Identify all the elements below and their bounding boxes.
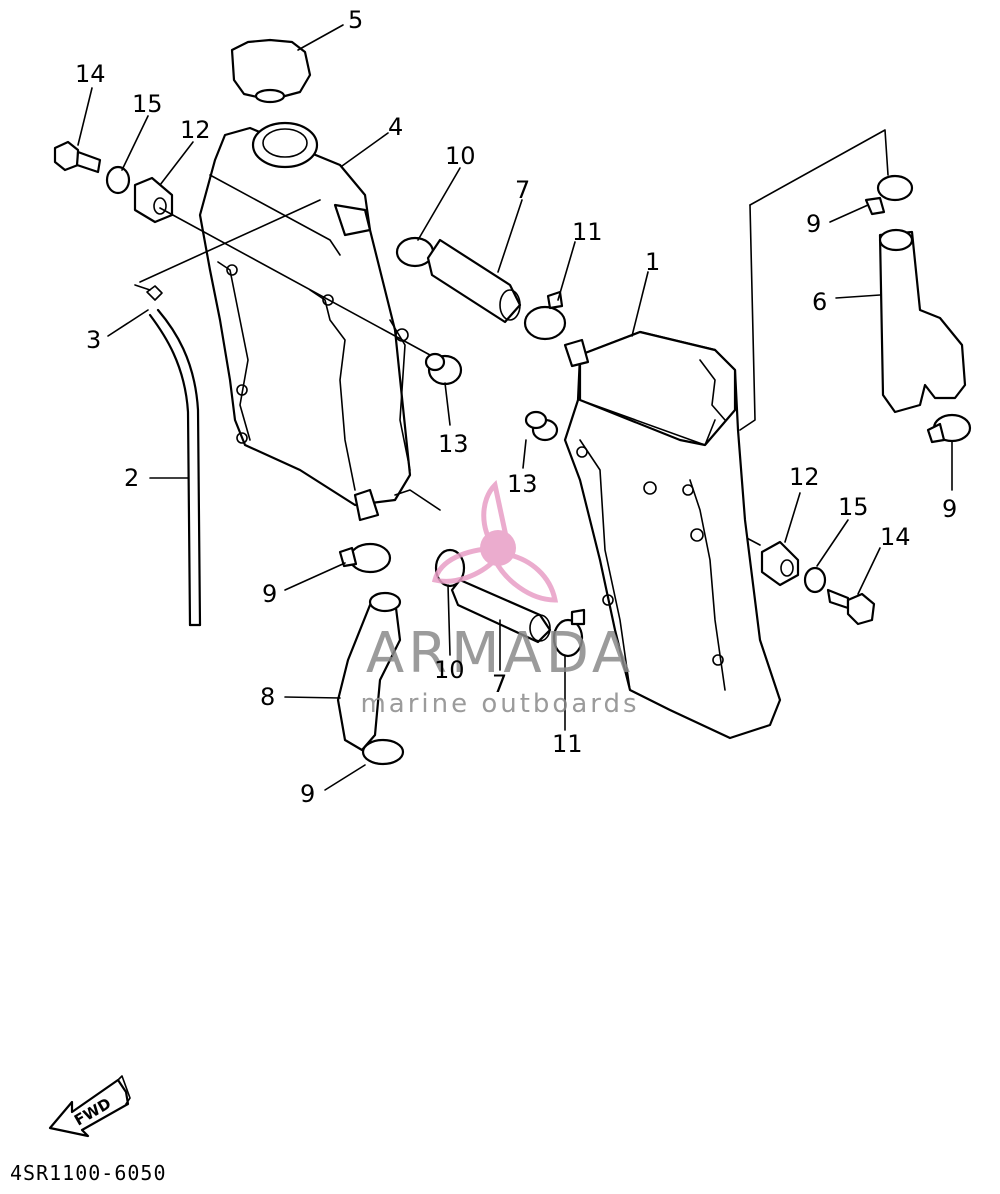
- part-label: 9: [262, 580, 277, 608]
- part-label: 7: [492, 670, 507, 698]
- part-label: 5: [348, 6, 363, 34]
- part-label: 14: [75, 60, 106, 88]
- part-label: 3: [86, 326, 101, 354]
- part-label: 4: [388, 113, 403, 141]
- part-label: 12: [180, 116, 211, 144]
- part-label: 6: [812, 288, 827, 316]
- radiator-right-drawing: [563, 330, 782, 740]
- radiator-left-drawing: [198, 121, 441, 522]
- fwd-arrow: FWD: [48, 1075, 131, 1138]
- watermark-brand: ARMADA: [366, 621, 634, 686]
- hose-6-drawing: [864, 174, 972, 444]
- part-label: 15: [132, 90, 163, 118]
- part-label: 9: [300, 780, 315, 808]
- part-label: 13: [438, 430, 469, 458]
- armada-watermark: ARMADA marine outboards: [360, 479, 639, 719]
- part-label: 13: [507, 470, 538, 498]
- part-label: 9: [806, 210, 821, 238]
- part-label: 11: [572, 218, 603, 246]
- part-label: 9: [942, 495, 957, 523]
- leader-lines: [77, 24, 953, 791]
- grommet-13-right: [524, 410, 559, 442]
- upper-hose-set: [395, 236, 567, 341]
- propeller-logo-icon: [431, 479, 559, 603]
- part-label: 15: [838, 493, 869, 521]
- watermark-tagline: marine outboards: [360, 689, 639, 719]
- part-label: 14: [880, 523, 911, 551]
- radiator-cap-drawing: [230, 38, 312, 104]
- part-label: 10: [445, 142, 476, 170]
- grommet-13-left: [424, 352, 463, 386]
- part-label: 8: [260, 683, 275, 711]
- bolt-left-drawing: [53, 140, 174, 224]
- lower-hose-set: [336, 542, 586, 766]
- part-label: 11: [552, 730, 583, 758]
- hose-2-drawing: [146, 285, 202, 627]
- part-label: 1: [645, 248, 660, 276]
- part-label: 2: [124, 464, 139, 492]
- part-label: 12: [789, 463, 820, 491]
- document-code: 4SR1100-6050: [10, 1161, 167, 1185]
- part-labels: 5 4 14 15 12 10 7 11 1 9 6 3 13 2 13 12 …: [75, 6, 957, 808]
- part-label: 10: [434, 656, 465, 684]
- part-label: 7: [515, 176, 530, 204]
- bolt-right-drawing: [760, 540, 876, 626]
